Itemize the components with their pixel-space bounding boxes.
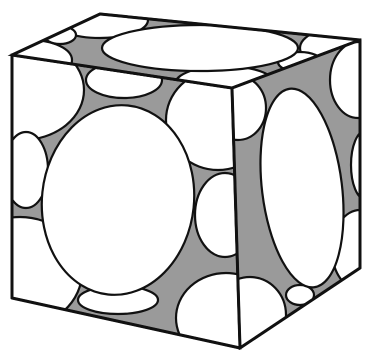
fcc-unit-cell-illustration bbox=[0, 0, 369, 350]
cube-drawing bbox=[0, 0, 369, 350]
